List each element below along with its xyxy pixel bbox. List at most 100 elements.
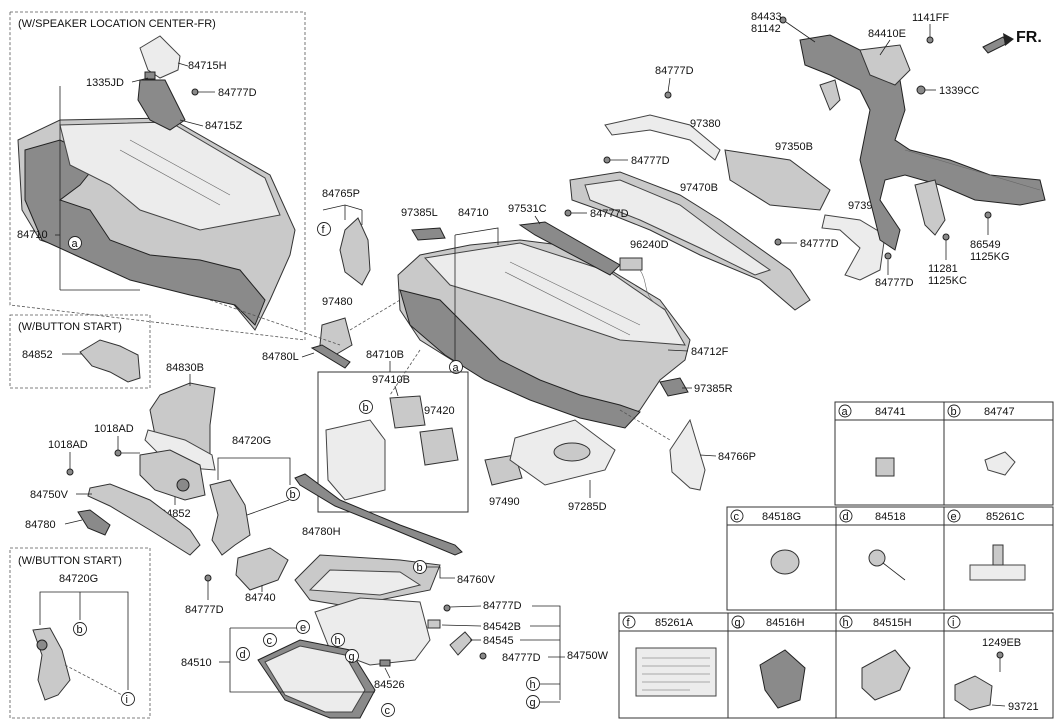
button-start-1-border [9,314,151,389]
callout-g-2 [526,695,540,709]
legend-f-circle [622,615,636,629]
callout-h-2 [526,677,540,691]
legend-i-sub2: 93721 [1008,701,1039,713]
screw-84777D-f [603,156,611,164]
callout-g-1-text: g [349,651,355,663]
bolt-86549 [984,211,992,219]
legend-row-2-frame [726,506,1054,611]
label-84712F: 84712F [691,346,729,358]
legend-h-part: 84515H [873,617,912,629]
fr-arrow-head-icon [1003,33,1014,46]
legend-table: a 84741 b 84747 c 84518G d 84518 e 85261… [618,401,1054,719]
callout-c-1 [263,633,277,647]
crash-pad-left-top [59,121,281,231]
label-1339CC: 1339CC [939,85,979,97]
callout-c-1-text: c [267,635,273,647]
speaker-section-border [9,11,306,341]
side-vent-97480 [319,317,353,356]
legend-b-circle [947,404,961,418]
label-97350B: 97350B [775,141,813,153]
legend-g-bracket-icon [759,649,806,709]
callout-a-1-text: a [72,238,79,250]
legend-c-circle [730,509,744,523]
legend-h-letter: h [843,617,849,629]
button-start-section-1: (W/BUTTON START) 84852 [9,314,151,389]
label-84715Z: 84715Z [205,120,243,132]
label-84433: 84433 [751,11,782,23]
legend-h-circle [839,615,853,629]
garnish-84780 [77,509,111,536]
left-middle-parts: 84830B 1018AD 84852 1018AD 84750V 84780 … [25,362,300,556]
callout-e-1-text: e [300,622,306,634]
legend-g-circle [731,615,745,629]
button-start-2-title: (W/BUTTON START) [18,555,122,567]
callout-b-2-text: b [77,624,83,636]
label-96240D: 96240D [630,239,669,251]
lower-cover-84750V [87,483,201,556]
label-84710B: 84710B [366,349,404,361]
label-84777D-b: 84777D [185,604,224,616]
label-97380: 97380 [690,118,721,130]
cowl-left-leg [819,79,841,111]
callout-h-1-text: h [335,635,341,647]
legend-b-part: 84747 [984,406,1015,418]
callout-b-1-text: b [290,489,296,501]
callout-i-1 [121,692,135,706]
label-84760V: 84760V [457,574,496,586]
crash-pad-left-frame [24,139,266,326]
start-button-ring [176,478,190,492]
label-84710-mid: 84710 [458,207,489,219]
label-97385R: 97385R [694,383,733,395]
legend-d-part: 84518 [875,511,906,523]
label-84720G-b: 84720G [59,573,98,585]
legend-a-letter: a [842,406,849,418]
label-84777D-a: 84777D [218,87,257,99]
center-fascia-box [317,371,469,513]
legend-c-pushpin-icon [770,549,800,575]
glove-box-door-face [264,645,366,713]
label-97490: 97490 [489,496,520,508]
callout-b-1 [286,487,300,501]
speaker-center-section: (W/SPEAKER LOCATION CENTER-FR) 84715H 13… [9,11,306,341]
legend-g-part: 84516H [766,617,805,629]
callout-d-1 [236,647,250,661]
center-bracket-84720G-b [32,627,71,701]
label-84715H: 84715H [188,60,227,72]
bracket-b-button [36,639,48,651]
callout-d-1-text: d [240,649,246,661]
duct-97350B [724,149,831,211]
clip-1339CC [916,85,926,95]
legend-c-part: 84518G [762,511,801,523]
callout-c-2 [381,703,395,717]
cowl-cross-bar-84410E [799,34,1046,251]
legend-f-letter: f [627,617,631,629]
legend-f-part: 85261A [655,617,694,629]
duct-97390 [821,214,886,281]
callout-b-3 [359,400,373,414]
label-84542B: 84542B [483,621,521,633]
label-84720G-a: 84720G [232,435,271,447]
callout-a-2 [449,360,463,374]
callout-e-1 [296,620,310,634]
legend-e-part: 85261C [986,511,1025,523]
label-1141FF: 1141FF [912,12,949,24]
callout-a-2-text: a [453,362,460,374]
label-84766P: 84766P [718,451,756,463]
screw-84777D-i [884,252,892,260]
damper-84526 [379,659,391,667]
cowl-lower-leg [914,179,946,236]
callout-b-4 [413,560,427,574]
legend-a-clip-icon [875,457,895,477]
callout-g-1 [345,649,359,663]
legend-b-letter: b [951,406,957,418]
latch-84542B [427,619,441,629]
label-84830B: 84830B [166,362,204,374]
duct-97470B-highlight [584,179,772,276]
label-97470B: 97470B [680,182,718,194]
screw-84777D-h [774,238,782,246]
crash-pad-main-top [423,242,686,346]
label-84777D-g: 84777D [590,208,629,220]
label-84777D-c: 84777D [483,600,522,612]
legend-e-letter: e [951,511,957,523]
